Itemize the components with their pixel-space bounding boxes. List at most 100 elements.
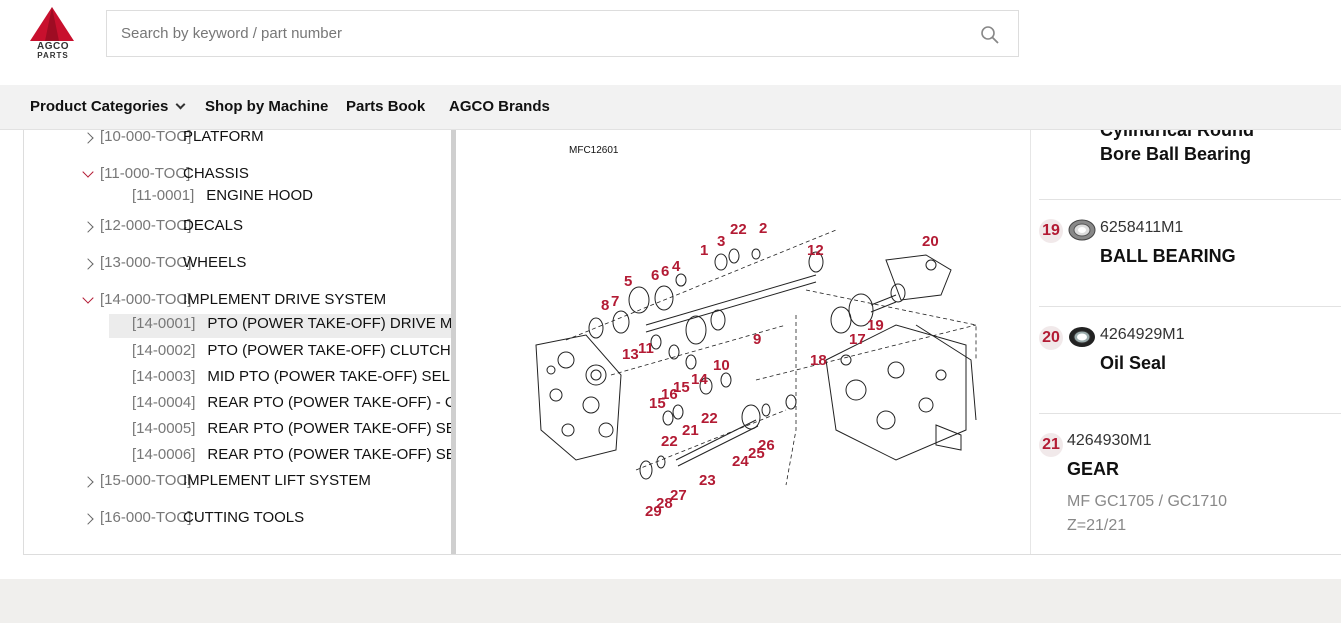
tree-label: WHEELS — [183, 254, 247, 271]
tree-code: [11-0001] — [132, 187, 195, 204]
callout[interactable]: 9 — [753, 331, 761, 348]
callout[interactable]: 22 — [730, 221, 747, 238]
chevron-right-icon[interactable] — [82, 475, 96, 489]
callout[interactable]: 28 — [656, 495, 673, 512]
tree-label: DECALS — [183, 217, 244, 234]
chevron-down-icon[interactable] — [82, 168, 96, 182]
callout[interactable]: 8 — [601, 297, 609, 314]
callout[interactable]: 23 — [699, 472, 716, 489]
callout[interactable]: 11 — [638, 340, 654, 357]
chevron-right-icon[interactable] — [82, 512, 96, 526]
tree-item-14-0003[interactable]: [14-0003]MID PTO (POWER TAKE-OFF) SELECT… — [109, 368, 451, 390]
main-nav: Product Categories Shop by Machine Parts… — [0, 85, 1341, 130]
site-header: AGCO PARTS — [0, 0, 1341, 85]
callout[interactable]: 7 — [611, 293, 619, 310]
tree-item-11-0001[interactable]: [11-0001]ENGINE HOOD — [109, 187, 439, 209]
oil-seal-icon — [1069, 327, 1095, 347]
part-number: 4264930M1 — [1067, 432, 1152, 449]
parts-book-content: [10-000-TOC] PLATFORM [11-000-TOC] CHASS… — [23, 130, 1341, 555]
ball-bearing-icon — [1068, 219, 1096, 241]
tree-item-14-0002[interactable]: [14-0002]PTO (POWER TAKE-OFF) CLUTCH - (… — [109, 342, 451, 364]
agco-parts-logo[interactable]: AGCO PARTS — [28, 5, 78, 63]
tree-code: [16-000-TOC] — [100, 509, 192, 526]
tree-label: REAR PTO (POWER TAKE-OFF) - COVER — [207, 394, 451, 411]
diagram-reference: MFC12601 — [569, 145, 619, 156]
callout[interactable]: 24 — [732, 453, 749, 470]
tree-label: REAR PTO (POWER TAKE-OFF) SELECTO — [207, 420, 451, 437]
parts-list-item[interactable]: Cylindrical Round Bore Ball Bearing — [1039, 130, 1341, 200]
chevron-right-icon[interactable] — [82, 131, 96, 145]
tree-label: CUTTING TOOLS — [183, 509, 305, 526]
chevron-right-icon[interactable] — [82, 257, 96, 271]
callout[interactable]: 29 — [645, 503, 662, 520]
parts-list-item[interactable]: 19 6258411M1 BALL BEARING — [1039, 200, 1341, 307]
chevron-down-icon[interactable] — [82, 294, 96, 308]
logo-text-agco: AGCO — [37, 41, 69, 52]
part-description: Z=21/21 — [1067, 517, 1127, 534]
page-footer — [0, 579, 1341, 623]
tree-code: [11-000-TOC] — [100, 165, 191, 182]
parts-list-item[interactable]: 20 4264929M1 Oil Seal — [1039, 307, 1341, 414]
callout[interactable]: 12 — [807, 242, 824, 259]
tree-item-14-0005[interactable]: [14-0005]REAR PTO (POWER TAKE-OFF) SELEC… — [109, 420, 451, 442]
part-name: GEAR — [1067, 459, 1120, 479]
tree-code: [13-000-TOC] — [100, 254, 192, 271]
logo-text-parts: PARTS — [37, 51, 69, 60]
tree-label: REAR PTO (POWER TAKE-OFF) SELECTO — [207, 446, 451, 463]
callout[interactable]: 15 — [673, 379, 690, 396]
nav-shop-by-machine[interactable]: Shop by Machine — [205, 98, 329, 115]
part-description: MF GC1705 / GC1710 — [1067, 493, 1228, 510]
callout[interactable]: 3 — [717, 233, 725, 250]
parts-list-item[interactable]: 21 4264930M1 GEAR MF GC1705 / GC1710 Z=2… — [1039, 414, 1341, 554]
pto-drive-diagram-image: MFC12601 — [535, 145, 977, 520]
nav-parts-book[interactable]: Parts Book — [346, 98, 426, 115]
part-name: Oil Seal — [1100, 353, 1167, 373]
agco-triangle-icon — [30, 7, 74, 41]
callout[interactable]: 15 — [649, 395, 666, 412]
tree-item-14-0004[interactable]: [14-0004] REAR PTO (POWER TAKE-OFF) - COV… — [109, 394, 451, 416]
tree-code: [14-0004] — [132, 394, 196, 411]
part-callout-number: 21 — [1039, 433, 1063, 457]
nav-product-categories[interactable]: Product Categories — [30, 98, 186, 115]
callout[interactable]: 4 — [672, 258, 681, 275]
callout[interactable]: 1 — [700, 242, 708, 259]
part-name: BALL BEARING — [1100, 246, 1236, 266]
category-tree: [10-000-TOC] PLATFORM [11-000-TOC] CHASS… — [24, 130, 451, 554]
callout[interactable]: 10 — [713, 357, 730, 374]
left-housing-drawing — [535, 334, 622, 461]
search-icon[interactable] — [980, 25, 1000, 45]
tree-code: [10-000-TOC] — [100, 130, 192, 145]
nav-agco-brands[interactable]: AGCO Brands — [449, 98, 550, 115]
callout[interactable]: 16 — [661, 386, 678, 403]
part-name: Bore Ball Bearing — [1100, 144, 1252, 164]
tree-item-14-0001[interactable]: [14-0001]PTO (POWER TAKE-OFF) DRIVE MECH… — [109, 314, 451, 338]
callout[interactable]: 17 — [849, 331, 866, 348]
part-number: 6258411M1 — [1100, 219, 1184, 236]
tree-label: IMPLEMENT DRIVE SYSTEM — [183, 291, 387, 308]
callout[interactable]: 18 — [810, 352, 827, 369]
exploded-parts-diagram[interactable]: MFC12601 — [456, 130, 1030, 554]
callout[interactable]: 22 — [701, 410, 718, 427]
tree-code: [14-0003] — [132, 368, 196, 385]
callout[interactable]: 13 — [622, 346, 639, 363]
callout[interactable]: 22 — [661, 433, 678, 450]
callout[interactable]: 19 — [867, 317, 884, 334]
callout[interactable]: 6 — [661, 263, 669, 280]
callout[interactable]: 26 — [758, 437, 775, 454]
callout[interactable]: 2 — [759, 220, 767, 237]
parts-list: Cylindrical Round Bore Ball Bearing 19 6… — [1030, 130, 1341, 554]
callout[interactable]: 25 — [748, 445, 765, 462]
search-input[interactable] — [107, 11, 967, 56]
callout[interactable]: 21 — [682, 422, 699, 439]
callout[interactable]: 5 — [624, 273, 632, 290]
callout[interactable]: 6 — [651, 267, 659, 284]
callout[interactable]: 20 — [922, 233, 939, 250]
callout[interactable]: 27 — [670, 487, 687, 504]
pane-resize-handle[interactable] — [451, 130, 456, 554]
tree-item-14-0006[interactable]: [14-0006]REAR PTO (POWER TAKE-OFF) SELEC… — [109, 446, 451, 468]
chevron-right-icon[interactable] — [82, 220, 96, 234]
tree-label: CHASSIS — [183, 165, 249, 182]
tree-code: [12-000-TOC] — [100, 217, 192, 234]
callout[interactable]: 14 — [691, 371, 708, 388]
chevron-down-icon — [175, 99, 186, 110]
